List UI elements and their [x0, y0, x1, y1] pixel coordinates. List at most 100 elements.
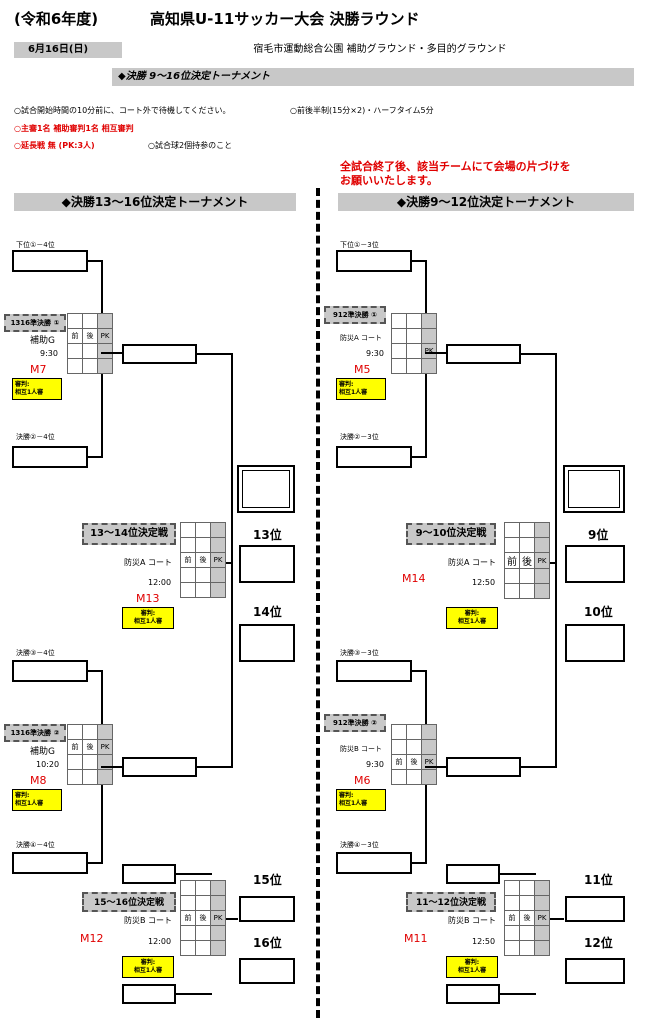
note-waiting: ○試合開始時間の10分前に、コート外で待機してください。	[14, 106, 231, 115]
left-semi1-label: 1316準決勝 ①	[4, 314, 66, 332]
right-semi1-winner-box	[446, 344, 521, 364]
right-semi2-winner-box	[446, 757, 521, 777]
left-slot-4: 決勝④－4位	[16, 841, 55, 849]
right-semi1-time: 9:30	[366, 349, 384, 358]
ref-label: 審判:	[140, 610, 156, 617]
left-semi1-referee: 審判:相互1人審	[12, 378, 62, 400]
left-rank-13-box	[239, 545, 295, 583]
second-half: 後	[195, 910, 211, 926]
venue-label: 宿毛市運動総合公園 補助グラウンド・多目的グラウンド	[126, 42, 634, 58]
right-rank-12: 12位	[584, 936, 613, 950]
right-semi1-code: M5	[354, 363, 371, 376]
first-half: 前	[504, 552, 520, 569]
right-rank-10: 10位	[584, 605, 613, 619]
left-team-box-4	[12, 852, 88, 874]
right-third-court: 防災B コート	[448, 916, 497, 925]
ref-value: 相互1人審	[457, 967, 487, 974]
right-rank-11: 11位	[584, 873, 613, 887]
bracket-line	[231, 353, 233, 767]
bracket-line	[521, 353, 557, 355]
left-slot-2: 決勝②－4位	[16, 433, 55, 441]
right-team-box-1	[336, 250, 412, 272]
right-third-label: 11～12位決定戦	[406, 892, 496, 912]
left-final-time: 12:00	[148, 578, 172, 587]
right-team-box-2	[336, 446, 412, 468]
right-final-code: M14	[402, 572, 426, 585]
second-half: 後	[82, 328, 98, 344]
ref-value: 相互1人審	[15, 389, 44, 396]
ref-value: 相互1人審	[339, 389, 368, 396]
ref-label: 審判:	[15, 792, 30, 799]
ref-value: 相互1人審	[15, 800, 44, 807]
right-semi2-court: 防災B コート	[340, 745, 383, 753]
right-slot-4: 決勝④－3位	[340, 841, 379, 849]
left-third-code: M12	[80, 932, 104, 945]
left-third-label: 15～16位決定戦	[82, 892, 176, 912]
second-half: 後	[82, 739, 98, 755]
pk: PK	[534, 910, 550, 926]
left-semi1-code: M7	[30, 363, 47, 376]
bracket-line	[412, 260, 427, 262]
right-third-team-2	[446, 984, 500, 1004]
first-half: 前	[391, 754, 407, 770]
right-champion-box	[563, 465, 625, 513]
left-final-court: 防災A コート	[124, 558, 173, 567]
pk: PK	[210, 910, 226, 926]
right-team-box-3	[336, 660, 412, 682]
ref-label: 審判:	[339, 381, 354, 388]
first-half: 前	[180, 552, 196, 568]
bracket-line	[540, 918, 564, 920]
note-balls: ○試合球2個持参のこと	[148, 141, 233, 150]
left-bracket-header: ◆決勝13～16位決定トーナメント	[14, 193, 296, 211]
pk: PK	[210, 552, 226, 568]
right-third-time: 12:50	[472, 937, 496, 946]
left-rank-16: 16位	[253, 936, 282, 950]
left-semi1-court: 補助G	[30, 336, 55, 346]
left-rank-13: 13位	[253, 528, 282, 542]
right-bracket-header: ◆決勝9～12位決定トーナメント	[338, 193, 634, 211]
bracket-line	[88, 456, 103, 458]
ref-label: 審判:	[464, 959, 480, 966]
bracket-line	[101, 766, 123, 768]
first-half: 前	[180, 910, 196, 926]
page-title: 高知県U-11サッカー大会 決勝ラウンド	[150, 10, 420, 28]
bracket-line	[412, 862, 427, 864]
left-third-team-2	[122, 984, 176, 1004]
ref-label: 審判:	[15, 381, 30, 388]
left-semi1-time: 9:30	[40, 349, 58, 358]
right-final-time: 12:50	[472, 578, 496, 587]
bracket-line	[555, 353, 557, 767]
cleanup-note-2: お願いいたします。	[340, 174, 438, 187]
left-semi2-label: 1316準決勝 ②	[4, 724, 66, 742]
right-semi1-referee: 審判:相互1人審	[336, 378, 386, 400]
center-divider	[316, 188, 320, 1018]
note-referee: ○主審1名 補助審判1名 相互審判	[14, 124, 134, 133]
left-rank-14-box	[239, 624, 295, 662]
left-semi2-referee: 審判:相互1人審	[12, 789, 62, 811]
ref-label: 審判:	[464, 610, 480, 617]
right-rank-12-box	[565, 958, 625, 984]
right-semi1-court: 防災A コート	[340, 334, 383, 342]
left-semi1-winner-box	[122, 344, 197, 364]
left-semi2-code: M8	[30, 774, 47, 787]
bracket-line	[88, 260, 103, 262]
date-label: 6月16日(日)	[14, 42, 122, 58]
ref-label: 審判:	[339, 792, 354, 799]
pk: PK	[534, 552, 550, 569]
left-third-referee: 審判:相互1人審	[122, 956, 174, 978]
ref-value: 相互1人審	[339, 800, 368, 807]
bracket-line	[101, 352, 123, 354]
second-half: 後	[195, 552, 211, 568]
bracket-line	[176, 993, 212, 995]
second-half: 後	[519, 552, 535, 569]
bracket-line	[197, 766, 233, 768]
left-third-time: 12:00	[148, 937, 172, 946]
note-halves: ○前後半制(15分×2)・ハーフタイム5分	[290, 106, 434, 115]
right-third-team-1	[446, 864, 500, 884]
